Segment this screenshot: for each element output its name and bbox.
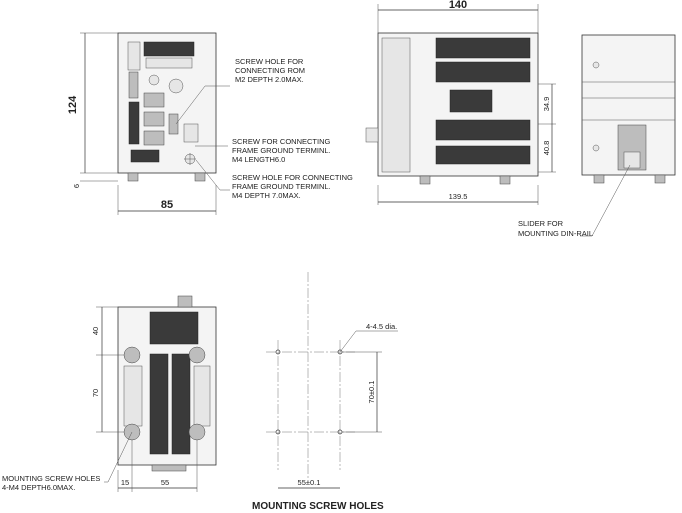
hole-diameter-label: 4-4.5 dia. [366,322,397,331]
hole-pattern: 4-4.5 dia. 70±0.1 55±0.1 MOUNTING SCREW … [252,272,398,512]
left-pin-column [123,365,143,427]
front-view: 124 6 85 [67,32,230,215]
rotary-switch [148,74,160,86]
indicator-row [145,57,193,69]
slider-hook [623,151,641,169]
connector-block [128,101,140,145]
bottom-feet [151,464,187,472]
callout-fg-screw: SCREW FOR CONNECTING FRAME GROUND TERMIN… [232,137,333,164]
mount-pitch-h-dimension: 55 [161,478,169,487]
rear-view: SLIDER FOR MOUNTING DIN-RAIL [518,34,676,238]
callout-fg-hole: SCREW HOLE FOR CONNECTING FRAME GROUND T… [232,173,355,200]
center-rail-right [171,353,191,455]
side-depth-dimension: 139.5 [449,192,468,201]
seven-segment-display [143,41,195,57]
mounting-holes [123,346,206,441]
hole-pitch-v-label: 70±0.1 [367,381,376,404]
vent-grille-upper [435,61,531,83]
side-front-panel [381,37,411,173]
status-leds [127,41,141,71]
callout-rom-hole: SCREW HOLE FOR CONNECTING ROM M2 DEPTH 2… [235,57,307,84]
ethernet-port-3 [143,130,165,146]
rear-screw-bottom [592,144,600,152]
label-area [449,89,493,113]
side-latch [365,127,379,143]
vent-grille-lower [435,119,531,141]
mount-top-dimension: 40 [91,327,100,335]
side-foot-rear [499,175,511,185]
power-terminal [130,149,160,163]
vent-grille-top [435,37,531,59]
foot-left [127,172,139,182]
hole-tl [275,349,281,355]
side-width-dimension: 140 [449,0,467,11]
upper-block [149,311,199,345]
offset-dimension: 6 [72,184,81,188]
side-foot-front [419,175,431,185]
mounting-hole-tl [123,346,141,364]
mounting-hole-tr [188,346,206,364]
front-callouts: SCREW HOLE FOR CONNECTING ROM M2 DEPTH 2… [232,57,355,200]
mount-pitch-v-dimension: 70 [91,389,100,397]
top-connector [177,295,193,308]
ethernet-port-2 [143,111,165,127]
hole-bl [275,429,281,435]
hole-pattern-title: MOUNTING SCREW HOLES [252,501,384,512]
foot-right [194,172,206,182]
right-pin-column [193,365,211,427]
rotary-dial [168,78,184,94]
width-dimension: 85 [161,199,173,211]
callout-mounting-holes: MOUNTING SCREW HOLES 4-M4 DEPTH6.0MAX. [2,474,102,492]
callout-din-slider: SLIDER FOR MOUNTING DIN-RAIL [518,219,593,238]
rom-connector [168,113,179,135]
rear-foot-left [593,174,605,184]
memory-slot [128,71,139,99]
mount-left-dimension: 15 [121,478,129,487]
lower-dimension: 40.8 [542,141,551,156]
center-rail-left [149,353,169,455]
cover-plate [183,123,199,143]
mounting-view: 40 70 15 55 MOUNTING SCREW HOLES 4-M4 DE… [2,295,217,492]
rear-foot-right [654,174,666,184]
rear-screw-top [592,61,600,69]
vent-grille-bottom [435,145,531,165]
hole-pitch-h-label: 55±0.1 [298,478,321,487]
height-dimension: 124 [67,95,79,114]
side-view: 140 139.5 34.9 40.8 [365,0,556,205]
mounting-hole-br [188,423,206,441]
upper-dimension: 34.9 [542,97,551,112]
ethernet-port-1 [143,92,165,108]
